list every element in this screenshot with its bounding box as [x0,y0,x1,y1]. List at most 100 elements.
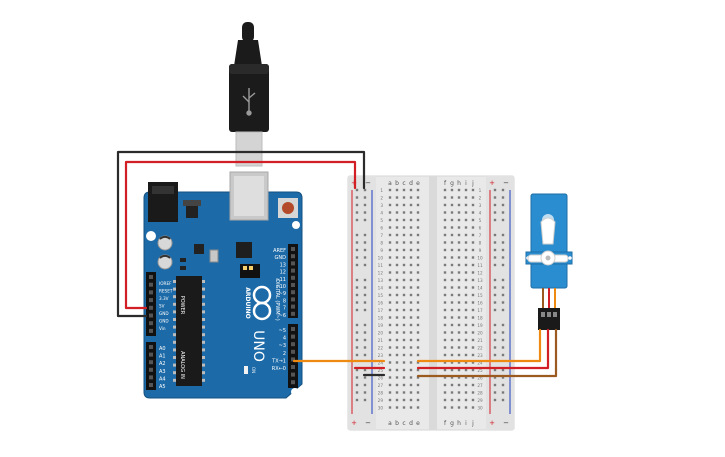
breadboard-hole[interactable] [395,406,399,409]
rail-hole[interactable] [501,308,505,312]
breadboard-hole[interactable] [471,338,475,342]
breadboard-hole[interactable] [450,346,454,349]
header-pin[interactable] [291,290,295,295]
breadboard-hole[interactable] [409,233,413,237]
breadboard-hole[interactable] [416,271,420,274]
breadboard-hole[interactable] [471,188,475,192]
header-pin[interactable] [291,247,295,251]
breadboard-hole[interactable] [450,361,454,364]
breadboard-hole[interactable] [402,218,406,222]
wire-power-servo-red[interactable] [416,328,550,370]
breadboard-hole[interactable] [402,308,406,312]
breadboard-hole[interactable] [450,331,454,334]
wire-ground-servo-brown[interactable] [416,328,558,378]
breadboard-hole[interactable] [443,398,447,402]
header-pin[interactable] [291,268,295,273]
breadboard-hole[interactable] [416,376,420,379]
rail-hole[interactable] [355,376,359,379]
breadboard-hole[interactable] [457,361,461,364]
breadboard-hole[interactable] [409,263,413,267]
rail-hole[interactable] [501,368,505,372]
rail-hole[interactable] [355,293,359,297]
wire-5v-red[interactable] [124,160,357,310]
rail-hole[interactable] [355,286,359,289]
breadboard-hole[interactable] [395,376,399,379]
rail-hole[interactable] [501,301,505,304]
breadboard-hole[interactable] [388,368,392,372]
breadboard-hole[interactable] [388,286,392,289]
rail-hole[interactable] [355,308,359,312]
breadboard-hole[interactable] [464,241,468,244]
header-pin[interactable] [149,328,153,333]
breadboard-hole[interactable] [395,263,399,267]
breadboard-hole[interactable] [450,211,454,214]
rail-hole[interactable] [363,196,367,199]
breadboard-hole[interactable] [450,353,454,357]
rail-hole[interactable] [355,188,359,192]
breadboard-hole[interactable] [443,278,447,282]
breadboard-hole[interactable] [450,271,454,274]
breadboard-hole[interactable] [395,361,399,364]
breadboard-hole[interactable] [409,346,413,349]
breadboard-hole[interactable] [457,368,461,372]
breadboard-hole[interactable] [457,263,461,267]
breadboard-hole[interactable] [388,383,392,387]
rail-hole[interactable] [493,263,497,267]
breadboard-hole[interactable] [388,248,392,252]
breadboard-hole[interactable] [457,196,461,199]
breadboard-hole[interactable] [471,218,475,222]
rail-hole[interactable] [363,278,367,282]
breadboard-hole[interactable] [402,301,406,304]
breadboard-hole[interactable] [402,196,406,199]
breadboard-hole[interactable] [388,196,392,199]
rail-hole[interactable] [355,263,359,267]
rail-hole[interactable] [355,278,359,282]
breadboard-hole[interactable] [457,226,461,229]
rail-hole[interactable] [355,398,359,402]
rail-hole[interactable] [493,301,497,304]
breadboard-hole[interactable] [457,316,461,319]
breadboard-hole[interactable] [395,271,399,274]
breadboard-hole[interactable] [443,383,447,387]
breadboard-hole[interactable] [416,406,420,409]
breadboard-hole[interactable] [388,391,392,394]
breadboard-hole[interactable] [471,383,475,387]
breadboard-hole[interactable] [450,248,454,252]
rail-hole[interactable] [363,398,367,402]
rail-hole[interactable] [363,263,367,267]
rail-hole[interactable] [355,368,359,372]
breadboard-hole[interactable] [402,203,406,207]
rail-hole[interactable] [501,398,505,402]
rail-hole[interactable] [363,211,367,214]
breadboard-hole[interactable] [395,248,399,252]
breadboard-hole[interactable] [464,188,468,192]
rail-hole[interactable] [355,383,359,387]
breadboard-hole[interactable] [471,233,475,237]
breadboard-hole[interactable] [443,248,447,252]
breadboard-hole[interactable] [416,241,420,244]
breadboard-hole[interactable] [464,226,468,229]
rail-hole[interactable] [501,233,505,237]
breadboard-hole[interactable] [443,263,447,267]
breadboard-hole[interactable] [395,338,399,342]
breadboard-hole[interactable] [457,338,461,342]
rail-hole[interactable] [493,203,497,207]
rail-hole[interactable] [355,241,359,244]
rail-hole[interactable] [355,391,359,394]
breadboard-hole[interactable] [464,263,468,267]
rail-hole[interactable] [493,398,497,402]
breadboard-hole[interactable] [464,406,468,409]
breadboard-hole[interactable] [443,211,447,214]
breadboard-hole[interactable] [409,211,413,214]
header-pin[interactable] [291,334,295,339]
breadboard-hole[interactable] [409,301,413,304]
breadboard-hole[interactable] [402,376,406,379]
breadboard-hole[interactable] [388,406,392,409]
breadboard-hole[interactable] [402,211,406,214]
breadboard-hole[interactable] [395,241,399,244]
breadboard-hole[interactable] [450,391,454,394]
breadboard-hole[interactable] [402,391,406,394]
breadboard-hole[interactable] [471,256,475,259]
rail-hole[interactable] [363,346,367,349]
rail-hole[interactable] [355,323,359,327]
